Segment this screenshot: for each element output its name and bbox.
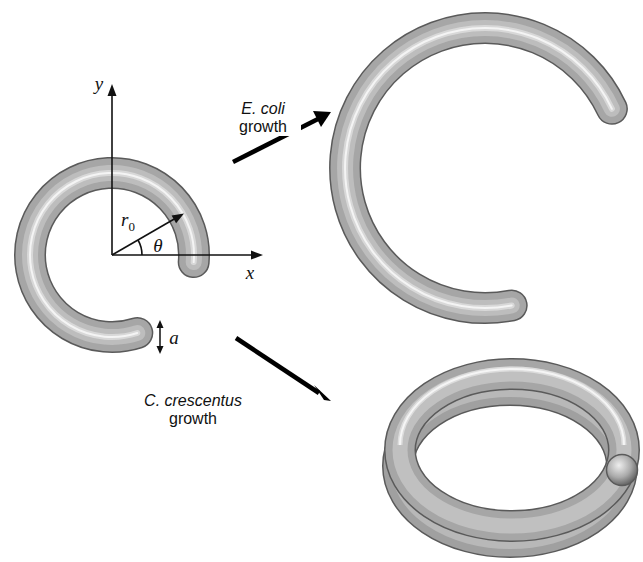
axis-label: y (95, 73, 103, 95)
radius-label: r0 (121, 209, 135, 235)
growth-label: C. crescentus growth (135, 392, 251, 429)
axis-label: x (246, 262, 254, 284)
ccrescentus-grown-cell (398, 369, 638, 542)
angle-label: θ (153, 235, 162, 257)
ecoli-grown-cell (345, 28, 612, 308)
growth-label: E. coli growth (225, 100, 301, 137)
growth-arrow (233, 111, 331, 401)
width-label: a (169, 327, 179, 349)
width-marker (157, 320, 164, 354)
